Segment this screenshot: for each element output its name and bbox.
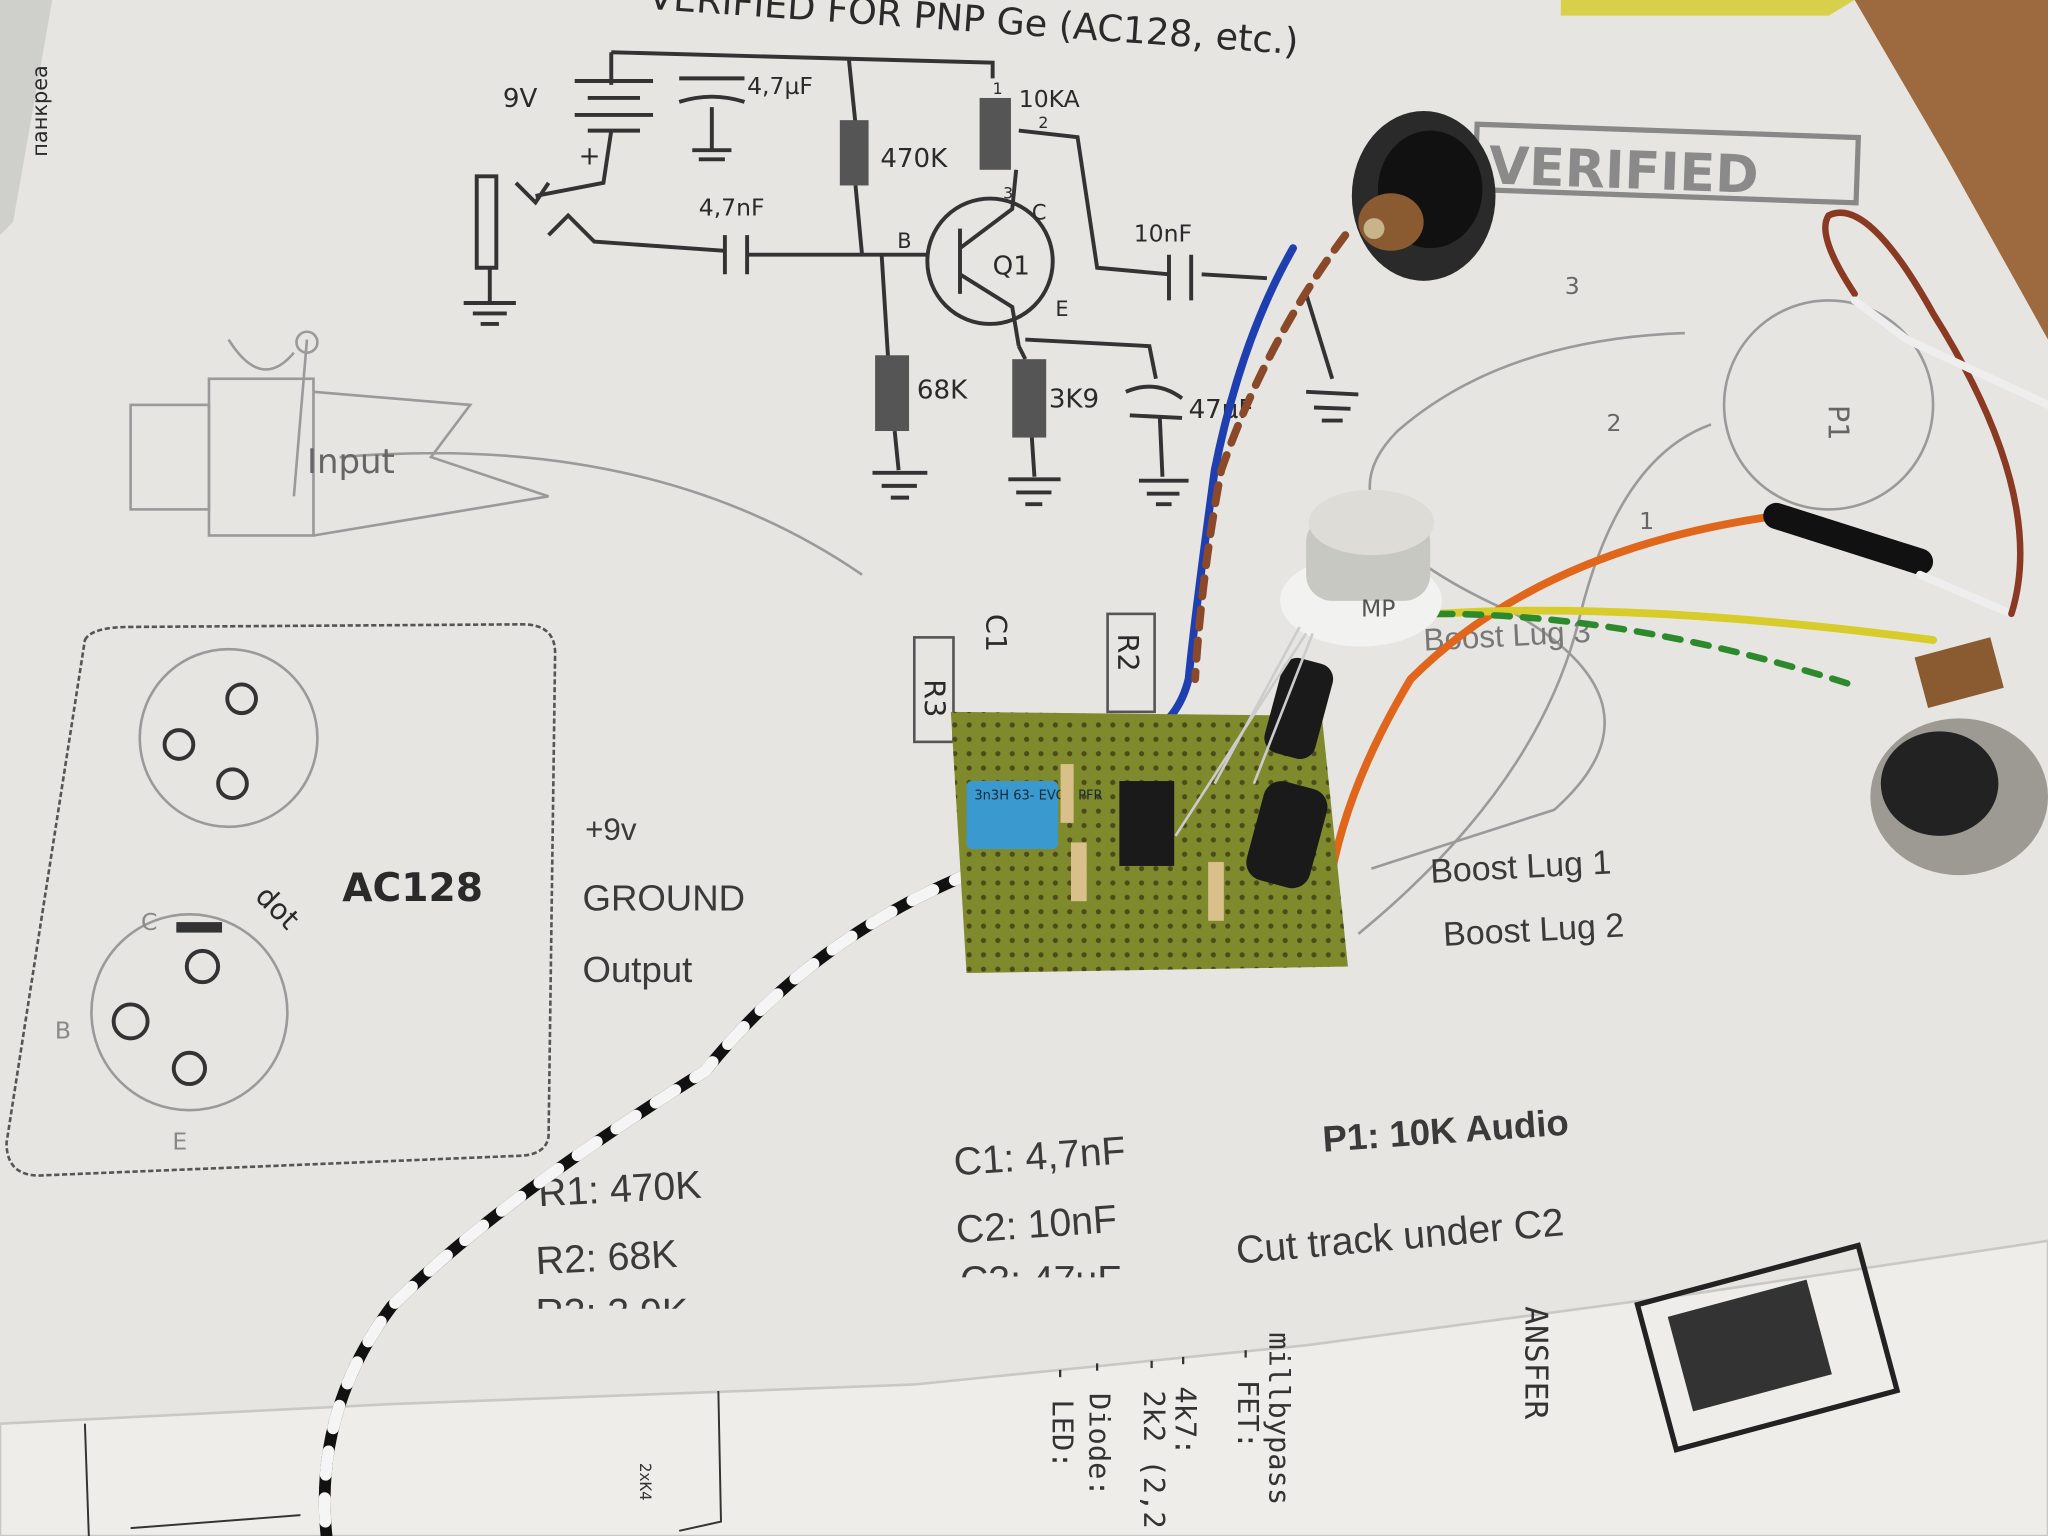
wooden-desk xyxy=(1854,0,2048,340)
film-capacitor xyxy=(966,781,1058,849)
layout-r3: R3 xyxy=(918,679,952,717)
heatshrink xyxy=(1763,502,1934,575)
parts-r1: R1: 470K xyxy=(537,1164,702,1215)
pot-symbol xyxy=(979,97,1011,170)
bypass-item: - 4k7: xyxy=(1169,1352,1203,1456)
battery-label: 9V xyxy=(503,84,538,114)
transistor-symbol xyxy=(925,196,1055,326)
green-wire xyxy=(1433,610,1858,689)
underlying-paper xyxy=(0,0,53,236)
lug1-number: 1 xyxy=(1639,507,1654,535)
emitter-label: E xyxy=(1055,297,1068,321)
transistor-marking: MP xyxy=(1361,594,1395,622)
ac128-transistor: MP xyxy=(1174,489,1442,837)
lug2-number: 2 xyxy=(1607,409,1622,437)
input-label: Input xyxy=(307,442,395,482)
pcb-transfer-image xyxy=(1634,1242,1901,1453)
r2-symbol xyxy=(875,355,910,432)
layout-c1: C1 xyxy=(979,614,1013,652)
pot-label: 10KA xyxy=(1019,85,1080,113)
pin-e-label: E xyxy=(172,1127,187,1155)
pin-b-label: B xyxy=(55,1016,71,1044)
parts-list: R1: 470K R2: 68K C1: 4,7nF C2: 10nF P1: … xyxy=(535,1102,1570,1335)
r1-label: 470K xyxy=(880,144,948,174)
boost-lug1-label: Boost Lug 1 xyxy=(1429,843,1612,890)
layout-labels: R3 C1 R2 +9v GROUND Output xyxy=(583,612,1156,990)
orange-wire xyxy=(1321,511,1781,925)
pin-c-label: C xyxy=(141,908,157,936)
transfer-label: ANSFER xyxy=(1518,1306,1554,1419)
yellow-paper-edge xyxy=(1560,0,1855,16)
side-text: панкреа xyxy=(28,65,52,157)
parts-c3-partial: C3: 47uF xyxy=(960,1259,1121,1302)
collector-label: C xyxy=(1032,200,1047,224)
film-cap-marking: 3n3H 63- EVOX PFR xyxy=(974,788,1102,803)
resistor xyxy=(1060,764,1074,823)
potentiometer xyxy=(1870,637,2048,876)
transistor-label: Q1 xyxy=(993,251,1030,281)
base-label: B xyxy=(897,229,911,253)
pcb-transfer-pattern xyxy=(1667,1279,1832,1412)
bypass-item: - FET: xyxy=(1231,1345,1265,1449)
plus9v-label: +9v xyxy=(585,812,637,847)
p1-label: P1 xyxy=(1822,405,1856,441)
side-label: 2xK4 xyxy=(636,1463,655,1501)
verified-stamp: VERIFIED xyxy=(1488,136,1760,205)
pot-pin1: 1 xyxy=(993,79,1003,98)
electrolytic-capacitor xyxy=(1246,781,1328,889)
pot-pin3: 3 xyxy=(1003,184,1013,203)
battery-plus: + xyxy=(579,142,601,172)
pot-pin2: 2 xyxy=(1038,113,1048,132)
white-wire-right xyxy=(1916,570,2016,618)
brown-wire xyxy=(1191,231,1350,684)
input-cap-label: 4,7nF xyxy=(699,194,765,222)
resistor xyxy=(1208,862,1224,921)
ac128-label: AC128 xyxy=(342,866,483,911)
lower-sheet-text: ANSFER millbypass - FET: - 4k7: - 2k2 (2… xyxy=(83,1242,1901,1536)
electrolytic-capacitor xyxy=(1264,657,1334,760)
perfboard: 3n3H 63- EVOX PFR xyxy=(950,657,1348,974)
lower-paper-sheet xyxy=(0,1239,2048,1536)
ac128-pinout-box: AC128 dot C B E xyxy=(5,623,557,1177)
parts-r2: R2: 68K xyxy=(535,1233,679,1283)
r1-symbol xyxy=(839,120,869,186)
supply-cap-label: 4,7µF xyxy=(747,72,813,100)
boost-lug2-label: Boost Lug 2 xyxy=(1442,906,1625,953)
layout-r2: R2 xyxy=(1111,633,1145,671)
bypass-heading: millbypass xyxy=(1263,1332,1297,1505)
input-jack-drawing: Input xyxy=(129,330,863,576)
bypass-item: - 2k2 (2,2 xyxy=(1137,1356,1171,1529)
output-label: Output xyxy=(583,949,693,990)
r3-label: 3K9 xyxy=(1049,385,1099,415)
bypass-item: - LED: xyxy=(1046,1365,1080,1469)
r3-symbol xyxy=(1012,359,1047,438)
ground-label: GROUND xyxy=(583,877,746,918)
resistor xyxy=(1071,842,1087,902)
battery-symbol xyxy=(535,79,654,198)
lug3-number: 3 xyxy=(1565,272,1580,300)
bypass-item: - Diode: xyxy=(1082,1358,1116,1496)
output-jack xyxy=(1351,111,1496,281)
white-wire-top xyxy=(1850,296,2048,409)
yellow-wire xyxy=(1432,606,1937,644)
red-loop-wire xyxy=(1822,209,2024,618)
parts-r3-partial: R3: 3,9K xyxy=(536,1292,688,1335)
ic-socket xyxy=(1119,781,1175,866)
output-cap-label: 10nF xyxy=(1134,220,1192,248)
r2-label: 68K xyxy=(917,375,968,405)
